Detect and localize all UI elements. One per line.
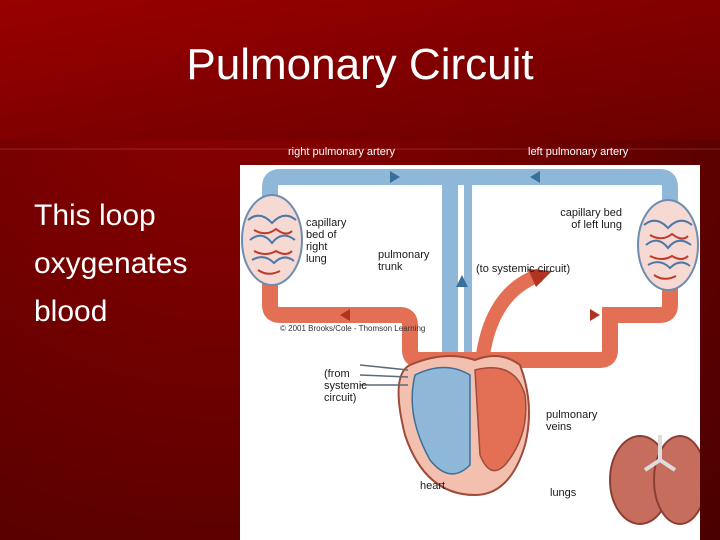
banner-divider	[0, 148, 720, 150]
label-lungs: lungs	[550, 487, 577, 499]
pulmonary-circuit-diagram: capillary bed of right lung pulmonary tr…	[240, 165, 700, 540]
title-banner	[0, 0, 720, 140]
pulmonary-vein-vessel	[262, 275, 678, 368]
label-line: of left lung	[571, 219, 622, 231]
label-right-pulmonary-artery: right pulmonary artery	[288, 146, 395, 158]
label-capillary-right-lung: capillary bed of right lung	[306, 217, 346, 265]
label-line: trunk	[378, 261, 403, 273]
slide-title: Pulmonary Circuit	[186, 40, 534, 89]
label-line: (from	[324, 368, 350, 380]
label-line: capillary bed	[560, 207, 622, 219]
arrow-left-icon	[390, 171, 400, 183]
label-from-systemic: (from systemic circuit)	[324, 368, 367, 404]
label-left-pulmonary-artery: left pulmonary artery	[528, 146, 629, 158]
label-heart: heart	[420, 480, 446, 492]
label-line: capillary	[306, 217, 347, 229]
slide-body: This loop oxygenates blood	[34, 192, 234, 336]
body-line: blood	[34, 295, 108, 328]
label-copyright: © 2001 Brooks/Cole - Thomson Learning	[280, 324, 426, 333]
arrow-right-icon	[340, 309, 350, 321]
aorta-arrow	[528, 269, 552, 287]
lungs-illustration	[609, 435, 700, 525]
label-line: pulmonary	[378, 249, 430, 261]
label-line: systemic	[324, 380, 367, 392]
left-lung-capillary-bed	[637, 199, 699, 291]
label-pulmonary-trunk: pulmonary trunk	[378, 249, 429, 273]
arrow-up-icon	[456, 275, 468, 287]
body-line: This loop	[34, 199, 156, 232]
heart-illustration	[359, 355, 530, 497]
arrow-right-icon	[530, 171, 540, 183]
arrow-left-icon	[590, 309, 600, 321]
label-line: lung	[306, 253, 327, 265]
right-lung-capillary-bed	[241, 194, 303, 286]
label-line: right	[306, 241, 328, 253]
circulation-illustration	[241, 169, 700, 525]
label-capillary-left-lung: capillary bed of left lung	[546, 207, 622, 231]
body-line: oxygenates	[34, 247, 188, 280]
label-line: pulmonary	[546, 409, 598, 421]
label-pulmonary-veins: pulmonary veins	[546, 409, 597, 433]
label-line: veins	[546, 421, 572, 433]
label-line: circuit)	[324, 392, 357, 404]
label-to-systemic: (to systemic circuit)	[476, 263, 571, 275]
label-line: bed of	[306, 229, 337, 241]
